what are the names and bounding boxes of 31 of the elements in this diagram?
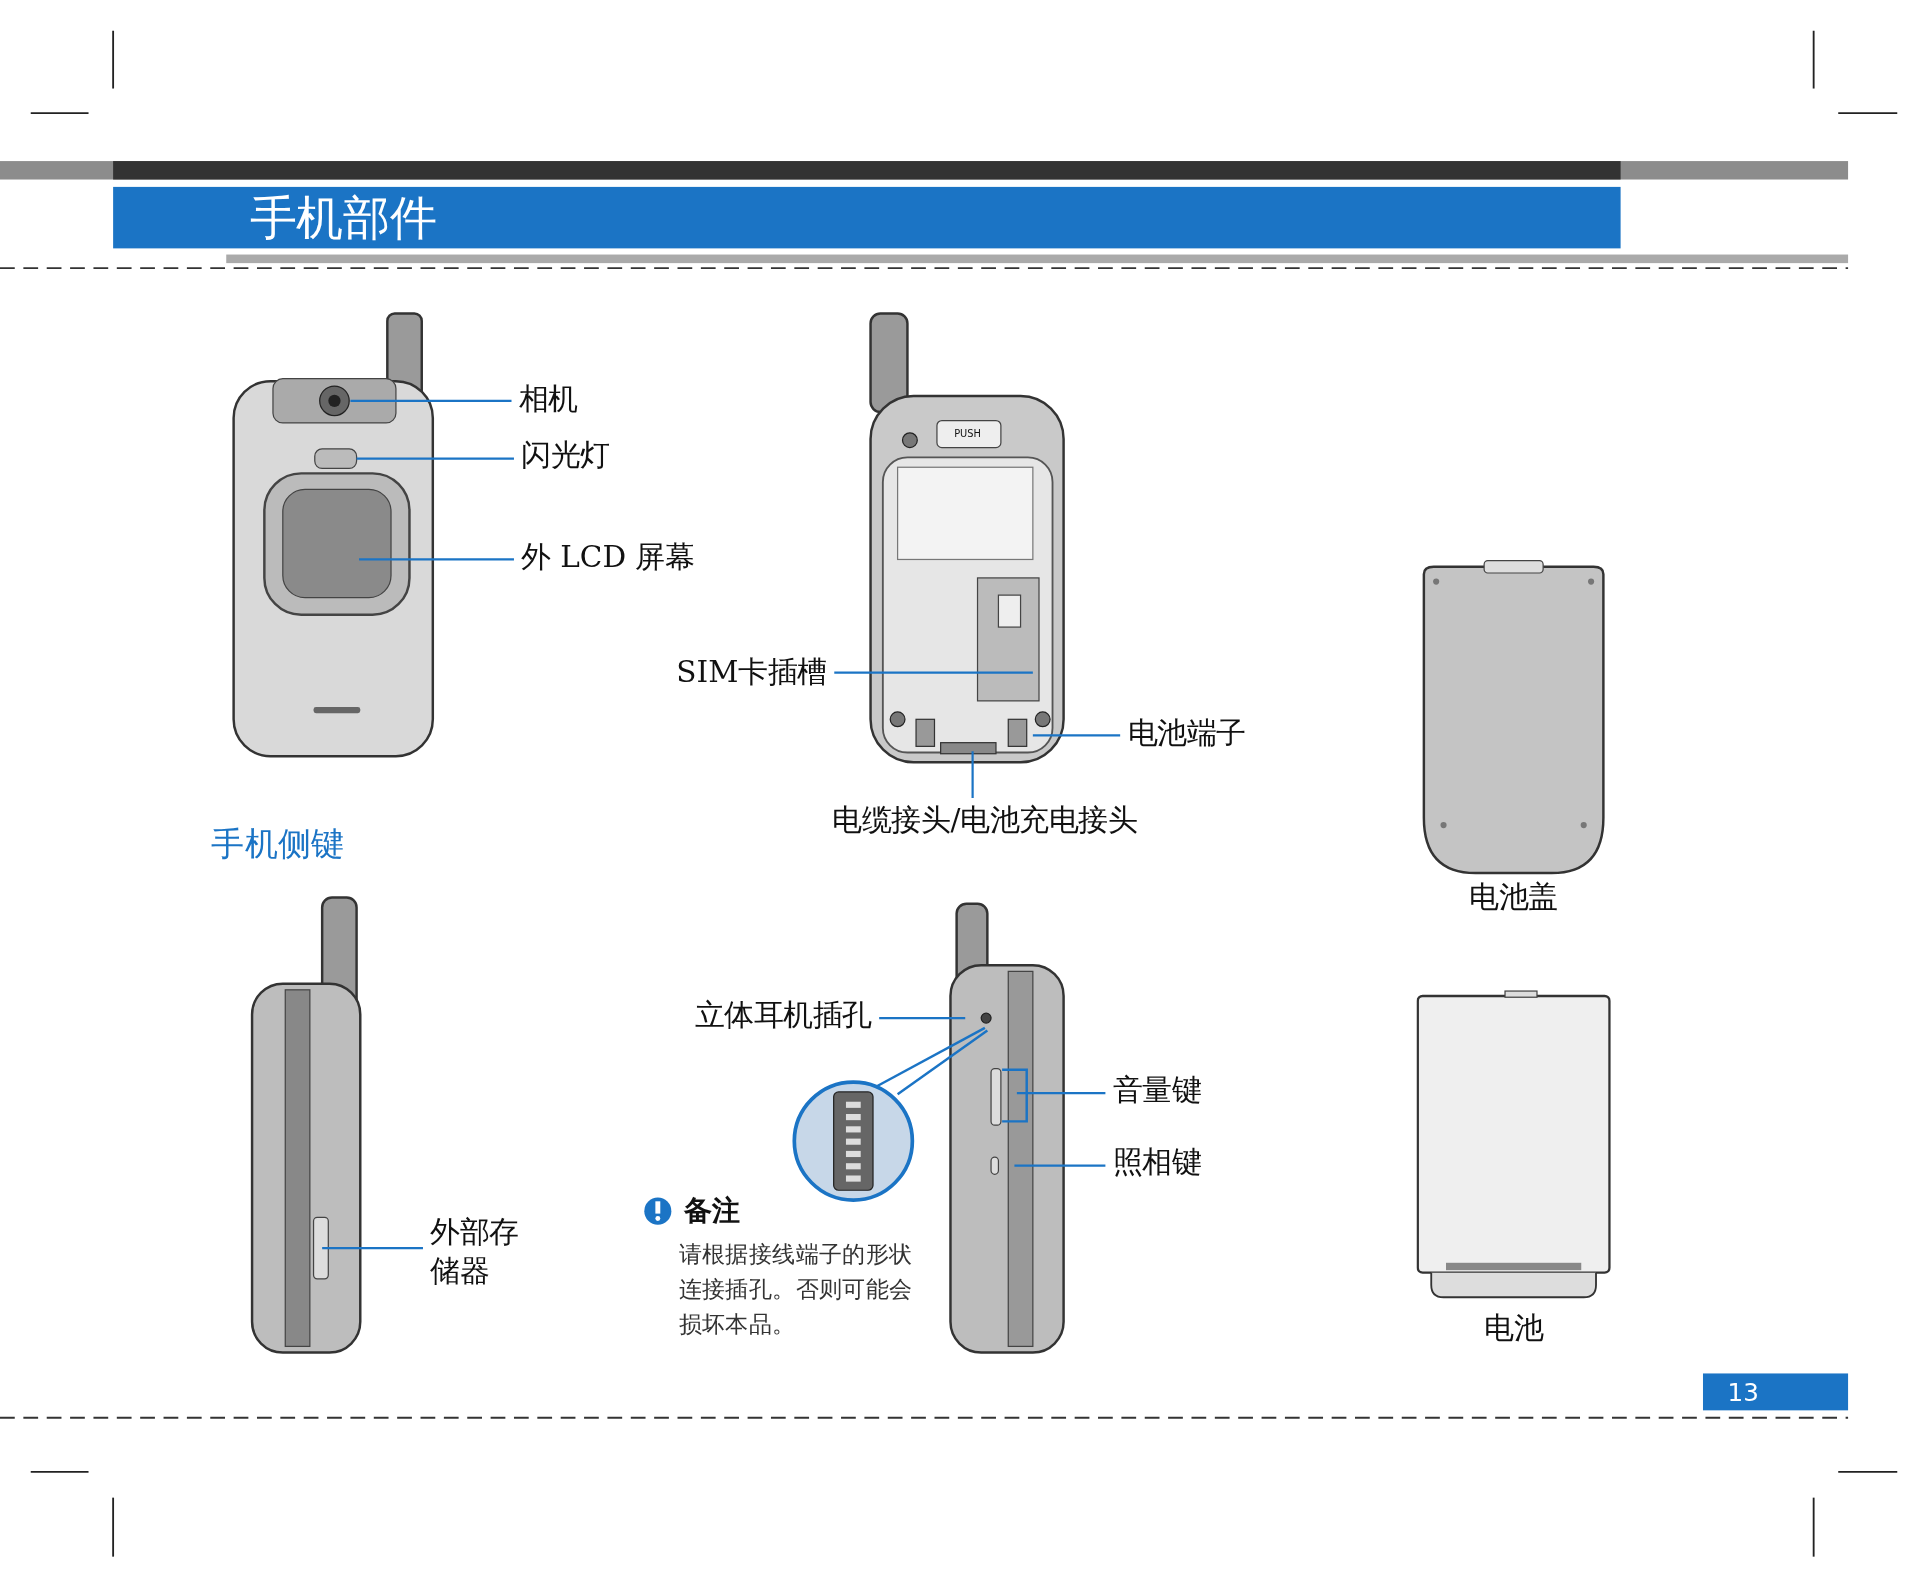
part-label: 音量键 bbox=[1112, 1073, 1202, 1109]
earphone-jack bbox=[980, 1011, 993, 1025]
leader-line bbox=[834, 671, 1033, 674]
part-label: 相机 bbox=[518, 382, 578, 418]
note-text: 请根据接线端子的形状连接插孔。否则可能会损坏本品。 bbox=[678, 1238, 914, 1339]
part-label: 电池盖 bbox=[1469, 880, 1558, 916]
page-title: 手机部件 bbox=[249, 190, 437, 247]
part-label: 电池 bbox=[1484, 1310, 1544, 1347]
leader-line bbox=[1014, 1164, 1106, 1167]
tab-label: PUSH bbox=[954, 427, 981, 440]
camera-key bbox=[989, 1155, 1000, 1176]
leader-line bbox=[1032, 734, 1121, 737]
part-label: 闪光灯 bbox=[521, 437, 610, 474]
part-label: SIM卡插槽 bbox=[676, 655, 827, 691]
part-label: 照相键 bbox=[1112, 1144, 1202, 1181]
leader-line bbox=[322, 1246, 423, 1250]
part-label: 外 LCD 屏幕 bbox=[521, 539, 695, 576]
volume-key bbox=[989, 1067, 1003, 1127]
leader-line bbox=[356, 457, 514, 460]
leader-line bbox=[359, 558, 514, 561]
leader-line bbox=[879, 1017, 966, 1020]
leader-line bbox=[971, 751, 974, 798]
part-label: 外部存储器 bbox=[430, 1212, 532, 1293]
part-label: 立体耳机插孔 bbox=[694, 998, 872, 1034]
note-heading: 备注 bbox=[683, 1192, 741, 1227]
part-label: 电缆接头/电池充电接头 bbox=[832, 802, 1138, 839]
section-heading: 手机侧键 bbox=[211, 823, 345, 864]
leader-line bbox=[350, 399, 512, 402]
page-number-tab: 13 bbox=[1703, 1373, 1849, 1411]
leader-line bbox=[1016, 1092, 1106, 1095]
part-label: 电池端子 bbox=[1127, 715, 1246, 752]
